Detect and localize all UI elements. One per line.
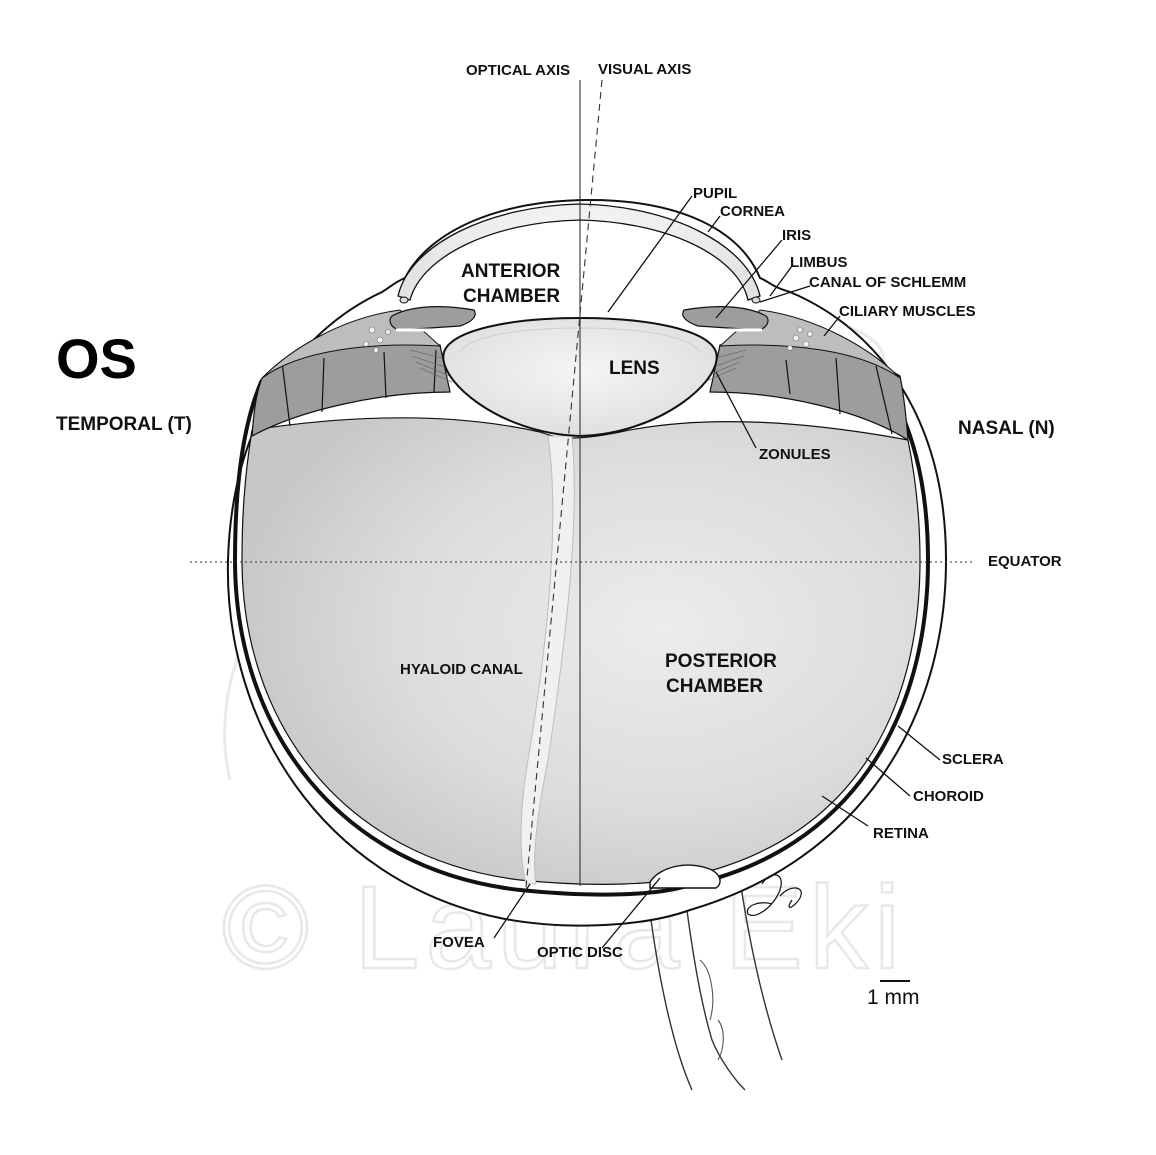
anterior-chamber-label-2: CHAMBER — [463, 286, 560, 307]
canal-of-schlemm-label: CANAL OF SCHLEMM — [809, 274, 966, 291]
iris — [389, 306, 769, 332]
cornea-label: CORNEA — [720, 203, 785, 220]
choroid-label: CHOROID — [913, 788, 984, 805]
zonules-label: ZONULES — [759, 446, 831, 463]
labels: OS TEMPORAL (T) NASAL (N) OPTICAL AXIS V… — [56, 61, 1062, 1009]
leader-lines — [493, 195, 941, 982]
retina-label: RETINA — [873, 825, 929, 842]
canal-of-schlemm — [399, 296, 761, 304]
posterior-chamber-label-2: CHAMBER — [666, 676, 763, 697]
choroid — [232, 379, 931, 897]
zonules — [409, 349, 747, 383]
hyaloid-canal-label: HYALOID CANAL — [400, 661, 523, 678]
equator-label: EQUATOR — [988, 553, 1062, 570]
anterior-chamber-label-1: ANTERIOR — [461, 261, 561, 282]
temporal-label: TEMPORAL (T) — [56, 414, 192, 435]
visual-axis-line — [525, 79, 603, 889]
nasal-label: NASAL (N) — [958, 418, 1055, 439]
eye-side-title: OS — [56, 327, 137, 390]
fovea-label: FOVEA — [433, 934, 485, 951]
posterior-chamber-label-1: POSTERIOR — [665, 651, 777, 672]
limbus-label: LIMBUS — [790, 254, 848, 271]
axes — [190, 79, 975, 889]
signature — [746, 874, 802, 916]
optical-axis-label: OPTICAL AXIS — [466, 62, 570, 79]
pupil-label: PUPIL — [693, 185, 737, 202]
scale-bar-label: 1 mm — [867, 986, 920, 1009]
visual-axis-label: VISUAL AXIS — [598, 61, 691, 78]
optic-disc — [649, 864, 721, 889]
lens-label: LENS — [609, 358, 660, 379]
ciliary-muscles-label: CILIARY MUSCLES — [839, 303, 976, 320]
iris-label: IRIS — [782, 227, 811, 244]
sclera-label: SCLERA — [942, 751, 1004, 768]
optic-disc-label: OPTIC DISC — [537, 944, 623, 961]
